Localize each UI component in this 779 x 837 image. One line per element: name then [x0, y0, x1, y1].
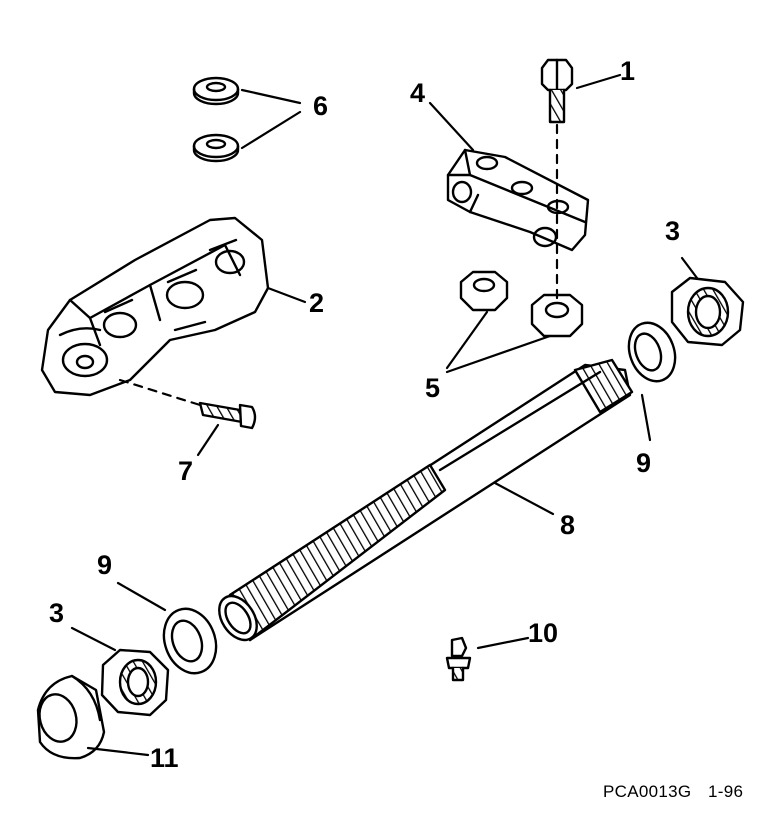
callout-4: 4 — [410, 78, 426, 108]
callout-5: 5 — [425, 373, 441, 403]
callout-7: 7 — [178, 456, 194, 486]
callout-9-left: 9 — [97, 550, 113, 580]
assembly-lines — [118, 123, 559, 407]
nut-3-right — [670, 276, 745, 347]
washer-6-bottom — [192, 133, 240, 163]
figure-date-code: 1-96 — [708, 782, 744, 801]
leader-lines — [70, 73, 699, 757]
callout-10: 10 — [528, 618, 559, 648]
washer-6-top — [192, 76, 240, 106]
trunnion-4 — [446, 148, 590, 252]
nut-5-left — [459, 270, 509, 312]
bolt-1 — [540, 58, 574, 124]
callout-9-right: 9 — [636, 448, 652, 478]
screw-7 — [198, 401, 257, 430]
callout-3-right: 3 — [665, 216, 681, 246]
nut-3-left — [100, 648, 170, 717]
callout-1: 1 — [620, 56, 636, 86]
callout-6: 6 — [313, 91, 329, 121]
figure-reference-code: PCA0013G — [603, 782, 692, 801]
anchor-bracket-2 — [40, 216, 270, 397]
callout-3-left: 3 — [49, 598, 65, 628]
washer-9-right — [627, 321, 677, 383]
cap-11 — [36, 674, 106, 760]
grease-fitting-10 — [445, 636, 472, 682]
nut-5-right — [530, 293, 584, 338]
callout-11: 11 — [150, 743, 179, 773]
washer-9-left — [162, 607, 218, 675]
callout-2: 2 — [309, 288, 325, 318]
threaded-rod-8 — [218, 358, 634, 642]
callout-8: 8 — [560, 510, 576, 540]
